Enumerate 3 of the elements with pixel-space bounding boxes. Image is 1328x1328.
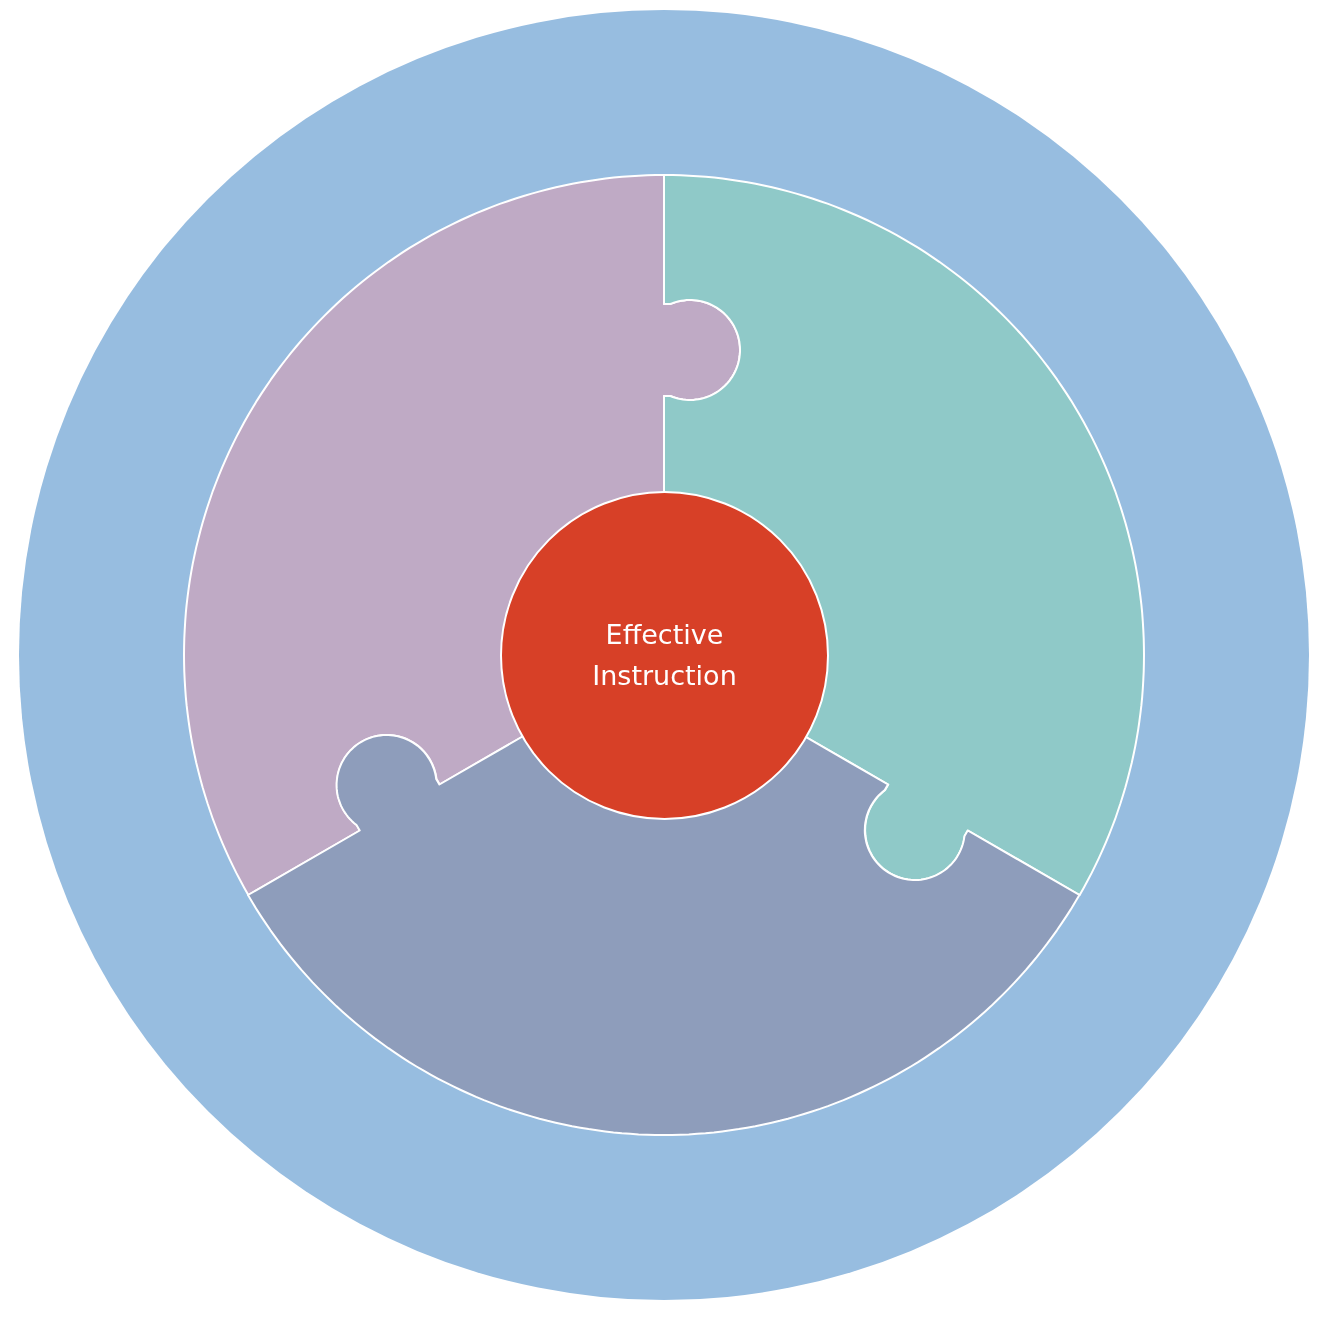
- puzzle-piece: [248, 735, 1080, 1135]
- puzzle-piece: [184, 175, 740, 895]
- center-label: Effective Instruction: [591, 618, 738, 693]
